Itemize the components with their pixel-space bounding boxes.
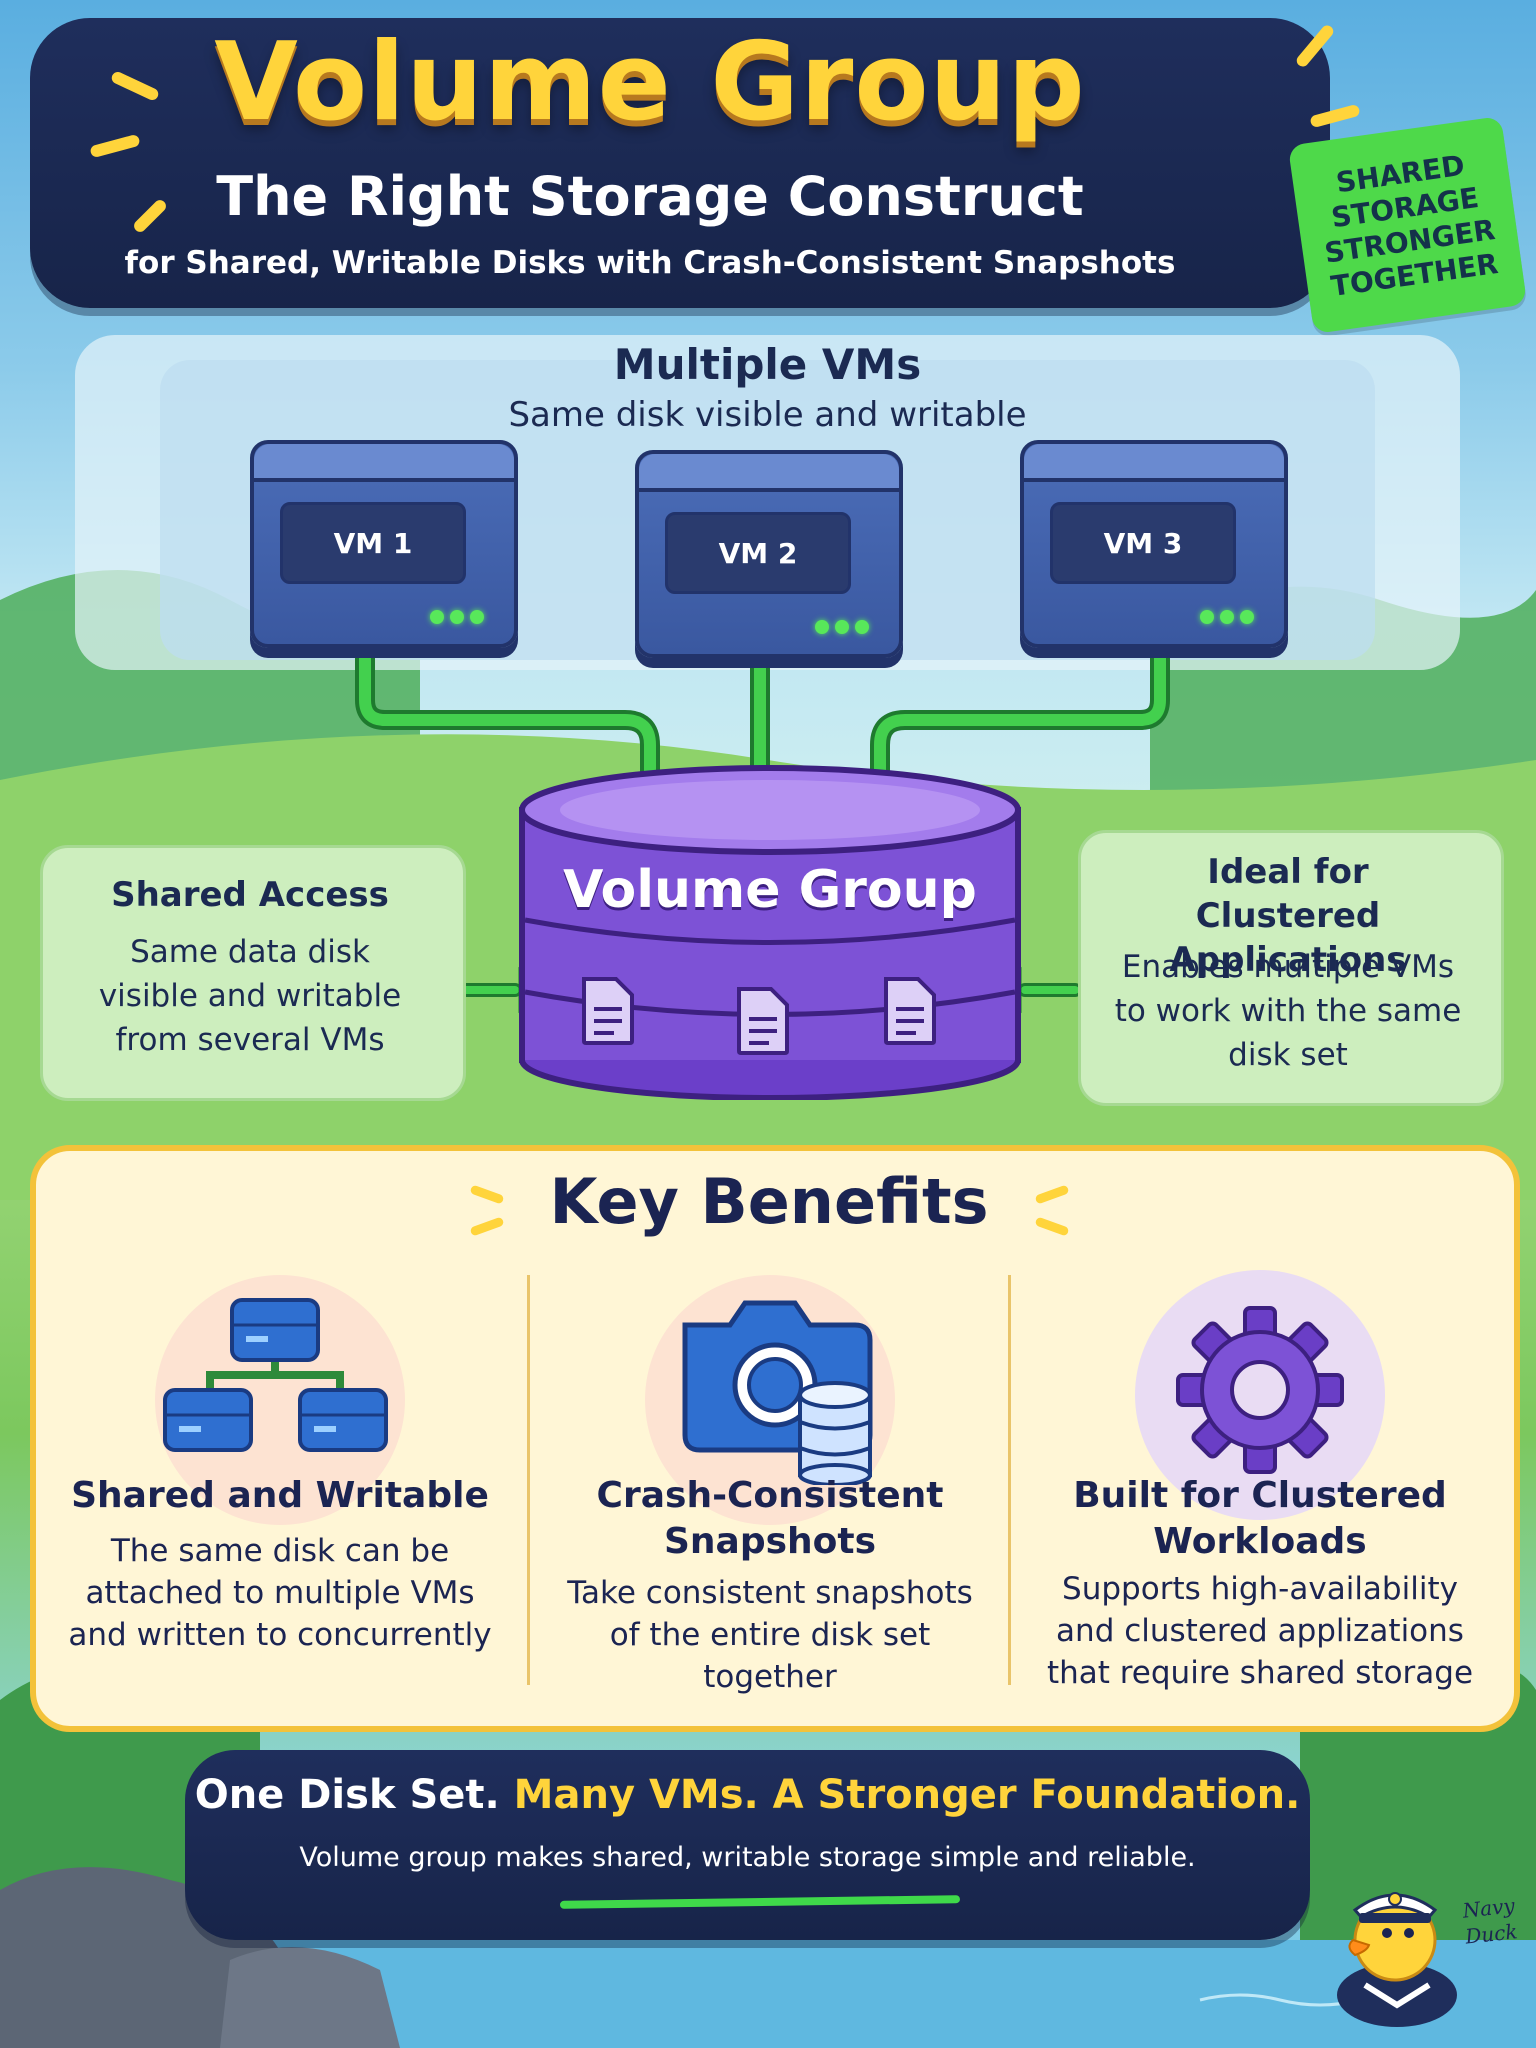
benefit-title: Crash-Consistent Snapshots: [535, 1473, 1005, 1565]
benefit-text: The same disk can be attached to multipl…: [40, 1530, 520, 1656]
file-icon: [884, 977, 936, 1045]
benefit-line: attached to multiple VMs: [85, 1575, 475, 1611]
camera-icon: [682, 1300, 873, 1485]
vm-server-1: VM 1: [250, 440, 518, 648]
card-title-line: Ideal for: [1207, 852, 1369, 892]
shared-access-card: [40, 845, 466, 1101]
benefit-line: Supports high-availability: [1062, 1571, 1458, 1607]
network-icon: [163, 1298, 388, 1452]
card-title-line: Clustered Applications: [1169, 896, 1407, 980]
footer-highlight: Many VMs. A Stronger Foundation.: [513, 1772, 1301, 1818]
footer-headline: One Disk Set. Many VMs. A Stronger Found…: [185, 1772, 1310, 1818]
vm-label: VM 1: [280, 502, 466, 584]
card-line: Same data disk: [130, 934, 370, 970]
benefit-title-line: Workloads: [1153, 1521, 1367, 1562]
clustered-apps-text: Enables multiple VMs to work with the sa…: [1078, 945, 1498, 1077]
vm-server-3: VM 3: [1020, 440, 1288, 648]
benefit-title-line: Crash-Consistent: [596, 1475, 944, 1516]
page-tagline: for Shared, Writable Disks with Crash-Co…: [124, 245, 1176, 281]
card-line: from several VMs: [115, 1022, 385, 1058]
benefit-text: Take consistent snapshots of the entire …: [535, 1572, 1005, 1698]
footer-banner: [185, 1750, 1310, 1940]
benefit-line: The same disk can be: [110, 1533, 450, 1569]
header-banner: [30, 18, 1330, 308]
vm-label: VM 3: [1050, 502, 1236, 584]
benefit-title: Built for Clustered Workloads: [1015, 1473, 1505, 1565]
file-icon: [737, 987, 789, 1055]
benefit-title: Shared and Writable: [71, 1475, 489, 1516]
page-title: Volume Group: [214, 20, 1086, 145]
footer-subtext: Volume group makes shared, writable stor…: [299, 1842, 1196, 1873]
benefit-line: of the entire disk set: [609, 1617, 931, 1653]
key-benefits-title: Key Benefits: [549, 1165, 989, 1238]
benefit-title-line: Built for Clustered: [1073, 1475, 1447, 1516]
card-line: Enables multiple VMs: [1121, 949, 1455, 985]
card-line: visible and writable: [98, 978, 402, 1014]
vm-panel-title: Multiple VMs: [613, 340, 922, 389]
file-icon: [582, 977, 634, 1045]
benefit-divider: [527, 1275, 530, 1685]
page-subtitle: The Right Storage Construct: [216, 165, 1084, 228]
benefit-text: Supports high-availability and clustered…: [1015, 1568, 1505, 1694]
clustered-apps-title: Ideal for Clustered Applications: [1078, 850, 1498, 982]
clustered-apps-card: [1078, 830, 1504, 1106]
duck-mascot-icon: [1337, 1892, 1457, 2027]
footer-lead: One Disk Set.: [194, 1772, 500, 1818]
vm-server-2: VM 2: [635, 450, 903, 658]
vm-label: VM 2: [665, 512, 851, 594]
card-line: to work with the same: [1114, 993, 1462, 1029]
benefit-divider: [1008, 1275, 1011, 1685]
benefit-line: Take consistent snapshots: [567, 1575, 973, 1611]
mascot-signature: Navy Duck: [1448, 1891, 1533, 1951]
card-line: disk set: [1228, 1037, 1348, 1073]
volume-group-label: Volume Group: [563, 860, 977, 920]
benefit-line: and clustered applizations: [1056, 1613, 1464, 1649]
benefit-title-line: Snapshots: [663, 1521, 877, 1562]
shared-access-title: Shared Access: [111, 875, 389, 915]
benefit-line: and written to concurrently: [68, 1617, 492, 1653]
benefit-line: together: [703, 1659, 837, 1695]
shared-access-text: Same data disk visible and writable from…: [40, 930, 460, 1062]
gear-icon: [1176, 1306, 1344, 1474]
benefit-line: that require shared storage: [1046, 1655, 1474, 1691]
vm-panel-subtitle: Same disk visible and writable: [508, 395, 1027, 435]
